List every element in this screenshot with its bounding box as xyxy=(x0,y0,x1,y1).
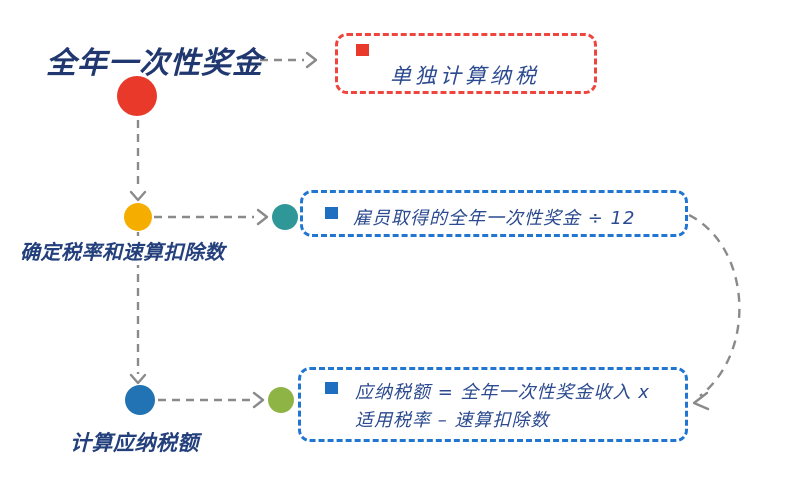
arrowhead-right-icon xyxy=(305,51,318,69)
arrowhead-right-icon xyxy=(256,208,269,226)
arrowhead-down-icon xyxy=(129,373,147,385)
callout-tax-formula-text: 应纳税额 = 全年一次性奖金收入 x 适用税率 – 速算扣除数 xyxy=(355,379,650,435)
step2-detail-node-green xyxy=(268,387,294,413)
arrowhead-right-icon xyxy=(252,391,265,409)
blue-square-bullet-icon xyxy=(325,382,338,394)
formula-line-1: 应纳税额 = 全年一次性奖金收入 x xyxy=(355,382,650,403)
callout-divide-by-12: 雇员取得的全年一次性奖金 ÷ 12 xyxy=(300,190,688,237)
diagram-title: 全年一次性奖金 xyxy=(46,46,263,81)
callout-tax-formula: 应纳税额 = 全年一次性奖金收入 x 适用税率 – 速算扣除数 xyxy=(298,367,688,442)
red-square-bullet-icon xyxy=(356,44,369,56)
start-node-red xyxy=(117,76,157,116)
callout-divide-by-12-text: 雇员取得的全年一次性奖金 ÷ 12 xyxy=(353,208,636,229)
arrowhead-left-icon xyxy=(692,391,710,411)
blue-square-bullet-icon xyxy=(325,207,338,219)
step1-node-yellow xyxy=(124,203,152,231)
callout-tax-separately-text: 单独计算纳税 xyxy=(390,64,540,88)
step1-detail-node-teal xyxy=(272,204,298,230)
step2-node-blue xyxy=(125,385,155,415)
step2-label: 计算应纳税额 xyxy=(70,427,199,457)
callout-tax-separately: 单独计算纳税 xyxy=(335,33,597,94)
connector-curve-callout1-to-callout2 xyxy=(688,213,741,397)
step1-label: 确定税率和速算扣除数 xyxy=(20,236,225,265)
arrowhead-down-icon xyxy=(129,190,147,202)
formula-line-2: 适用税率 – 速算扣除数 xyxy=(355,410,550,431)
